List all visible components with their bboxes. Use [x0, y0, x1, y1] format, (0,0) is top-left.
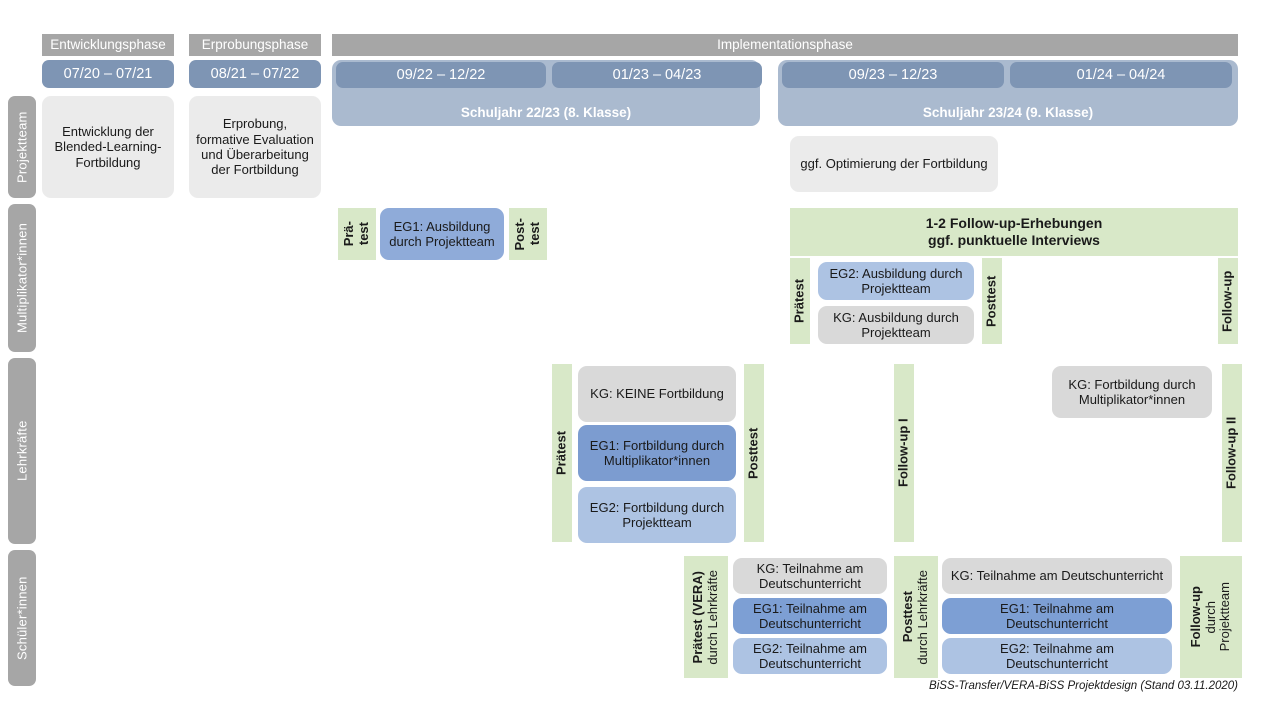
card-kg-ausbildung-projektteam: KG: Ausbildung durch Projektteam	[818, 306, 974, 344]
card-entwicklung-blended-learning: Entwicklung der Blended-Learning-Fortbil…	[42, 96, 174, 198]
strip-followup-2-lehrkraefte: Follow-up II	[1222, 364, 1242, 542]
date-bar-0922-1222: 09/22 – 12/22	[336, 62, 546, 88]
praetest-vera-bold: Prätest (VERA)	[690, 570, 706, 664]
strip-followup-1-lehrkraefte: Follow-up I	[894, 364, 914, 542]
footer-source-note: BiSS-Transfer/VERA-BiSS Projektdesign (S…	[929, 680, 1238, 692]
card-eg2-ausbildung-projektteam: EG2: Ausbildung durch Projektteam	[818, 262, 974, 300]
strip-followup-schueler: Follow-up durch Projektteam	[1180, 556, 1242, 678]
posttest-schueler-sub: durch Lehrkräfte	[915, 569, 930, 665]
phase-header-implementationsphase: Implementationsphase	[332, 34, 1238, 56]
row-label-schueler-innen: Schüler*innen	[8, 550, 36, 686]
praetest-line-2: test	[356, 222, 371, 246]
followup-schueler-sub-2: Projektteam	[1217, 582, 1233, 652]
praetest-vera-sub: durch Lehrkräfte	[705, 569, 720, 665]
row-label-multiplikator-innen: Multiplikator*innen	[8, 204, 36, 352]
row-label-projektteam: Projektteam	[8, 96, 36, 198]
followup-band-line-1: 1-2 Follow-up-Erhebungen	[925, 214, 1103, 231]
card-kg-teilnahme-deutschunterricht-right: KG: Teilnahme am Deutschunterricht	[942, 558, 1172, 594]
date-bar-0821-0722: 08/21 – 07/22	[189, 60, 321, 88]
band-followup-erhebungen: 1-2 Follow-up-Erhebungen ggf. punktuelle…	[790, 208, 1238, 256]
strip-followup-multiplikator: Follow-up	[1218, 258, 1238, 344]
date-bar-0124-0424: 01/24 – 04/24	[1010, 62, 1232, 88]
followup-schueler-bold: Follow-up	[1187, 586, 1203, 648]
row-label-lehrkraefte: Lehrkräfte	[8, 358, 36, 544]
date-bar-0923-1223: 09/23 – 12/23	[782, 62, 1004, 88]
followup-band-line-2: ggf. punktuelle Interviews	[928, 232, 1100, 248]
strip-posttest-multiplikator: Post- test	[509, 208, 547, 260]
card-eg2-fortbildung-projektteam: EG2: Fortbildung durch Projektteam	[578, 487, 736, 543]
date-bar-0720-0721: 07/20 – 07/21	[42, 60, 174, 88]
card-eg2-teilnahme-deutschunterricht-left: EG2: Teilnahme am Deutschunterricht	[733, 638, 887, 674]
card-eg1-ausbildung-projektteam: EG1: Ausbildung durch Projektteam	[380, 208, 504, 260]
card-erprobung-evaluation: Erprobung, formative Evaluation und Über…	[189, 96, 321, 198]
strip-praetest-multiplikator-2: Prätest	[790, 258, 810, 344]
posttest-schueler-bold: Posttest	[900, 591, 916, 643]
card-kg-fortbildung-multiplikator: KG: Fortbildung durch Multiplikator*inne…	[1052, 366, 1212, 418]
strip-posttest-lehrkraefte: Posttest	[744, 364, 764, 542]
phase-header-entwicklungsphase: Entwicklungsphase	[42, 34, 174, 56]
card-eg1-teilnahme-deutschunterricht-right: EG1: Teilnahme am Deutschunterricht	[942, 598, 1172, 634]
strip-praetest-vera-schueler: Prätest (VERA) durch Lehrkräfte	[684, 556, 728, 678]
card-eg1-fortbildung-multiplikator: EG1: Fortbildung durch Multiplikator*inn…	[578, 425, 736, 481]
card-kg-keine-fortbildung: KG: KEINE Fortbildung	[578, 366, 736, 422]
strip-praetest-lehrkraefte: Prätest	[552, 364, 572, 542]
card-eg1-teilnahme-deutschunterricht-left: EG1: Teilnahme am Deutschunterricht	[733, 598, 887, 634]
strip-posttest-multiplikator-2: Posttest	[982, 258, 1002, 344]
date-bar-0123-0423: 01/23 – 04/23	[552, 62, 762, 88]
posttest-line-2: test	[527, 222, 542, 246]
strip-posttest-schueler: Posttest durch Lehrkräfte	[894, 556, 938, 678]
praetest-line-1: Prä-	[341, 221, 357, 247]
card-ggf-optimierung-fortbildung: ggf. Optimierung der Fortbildung	[790, 136, 998, 192]
phase-header-erprobungsphase: Erprobungsphase	[189, 34, 321, 56]
strip-praetest-multiplikator: Prä- test	[338, 208, 376, 260]
card-eg2-teilnahme-deutschunterricht-right: EG2: Teilnahme am Deutschunterricht	[942, 638, 1172, 674]
posttest-line-1: Post-	[512, 217, 528, 251]
card-kg-teilnahme-deutschunterricht-left: KG: Teilnahme am Deutschunterricht	[733, 558, 887, 594]
